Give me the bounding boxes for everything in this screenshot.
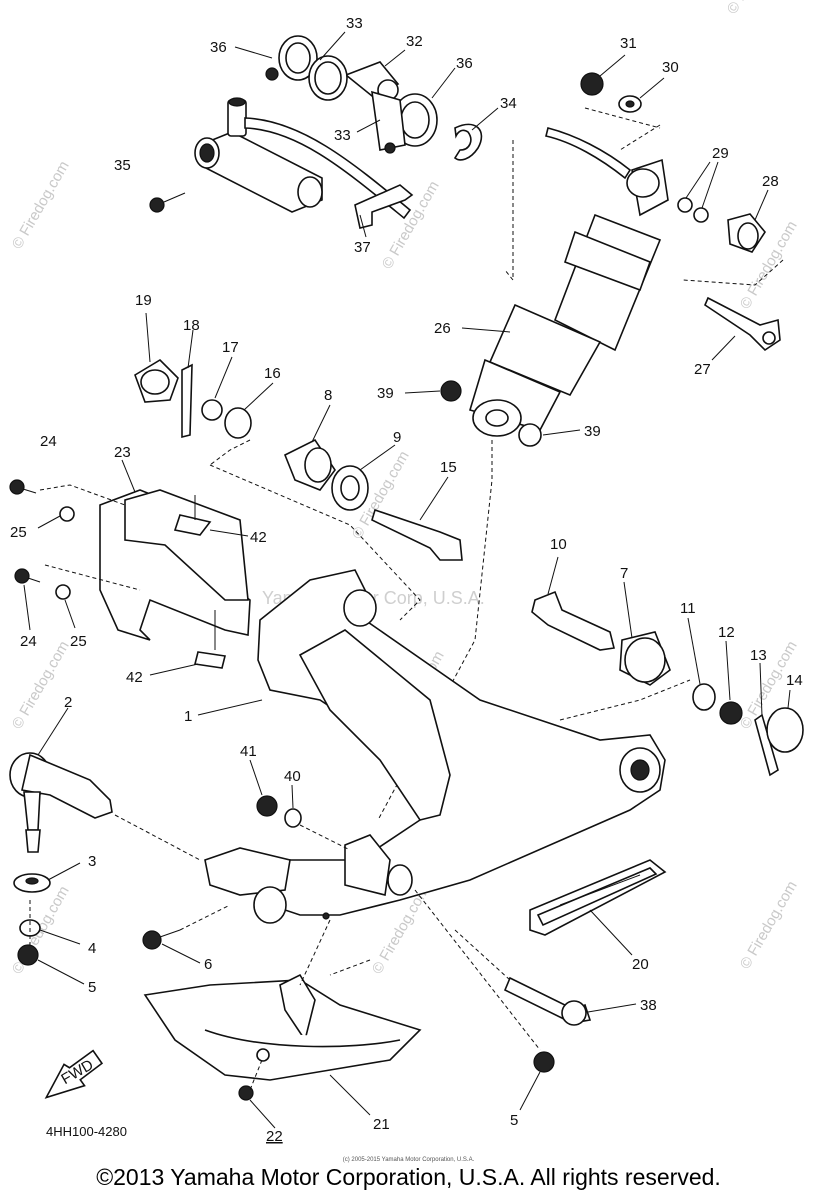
callout-18: 18 xyxy=(183,317,200,334)
callout-23: 23 xyxy=(114,444,131,461)
callout-13: 13 xyxy=(750,647,767,664)
callout-41: 41 xyxy=(240,743,257,760)
callout-21: 21 xyxy=(373,1116,390,1133)
callout-12: 12 xyxy=(718,624,735,641)
callout-10: 10 xyxy=(550,536,567,553)
callout-19: 19 xyxy=(135,292,152,309)
callout-9: 9 xyxy=(393,429,401,446)
rear-shock-absorber xyxy=(377,72,784,821)
callout-37: 37 xyxy=(354,239,371,256)
callout-29: 29 xyxy=(712,145,729,162)
callout-1: 1 xyxy=(184,708,192,725)
callout-33: 33 xyxy=(334,127,351,144)
chain-guard xyxy=(143,859,667,1101)
watermark: © Firedog.com xyxy=(9,638,73,732)
callout-26: 26 xyxy=(434,320,451,337)
callout-32: 32 xyxy=(406,33,423,50)
callout-8: 8 xyxy=(324,387,332,404)
callout-11: 11 xyxy=(680,600,696,617)
diagram-code: 4HH100-4280 xyxy=(46,1124,127,1139)
fwd-arrow-icon: FWD xyxy=(44,1049,104,1099)
callout-16: 16 xyxy=(264,365,281,382)
callout-42: 42 xyxy=(250,529,267,546)
callout-6: 6 xyxy=(204,956,212,973)
callout-labels: 36 33 32 36 34 33 35 37 31 30 29 28 27 2… xyxy=(10,15,803,1145)
callout-24: 24 xyxy=(20,633,37,650)
callout-30: 30 xyxy=(662,59,679,76)
callout-14: 14 xyxy=(786,672,803,689)
cover-plate xyxy=(9,479,251,669)
tiny-copyright-note: (c) 2005-2015 Yamaha Motor Corporation, … xyxy=(342,1157,475,1163)
callout-24: 24 xyxy=(40,433,57,450)
fasteners xyxy=(142,795,592,1073)
callout-15: 15 xyxy=(440,459,457,476)
callout-25: 25 xyxy=(10,524,27,541)
callout-3: 3 xyxy=(88,853,96,870)
callout-20: 20 xyxy=(632,956,649,973)
callout-5: 5 xyxy=(510,1112,518,1129)
callout-4: 4 xyxy=(88,940,96,957)
reservoir-assembly xyxy=(149,35,483,229)
watermark: © Firedog.com xyxy=(724,0,788,17)
callout-39: 39 xyxy=(584,423,601,440)
callout-36: 36 xyxy=(210,39,227,56)
callout-28: 28 xyxy=(762,173,779,190)
leader-lines xyxy=(23,31,791,1129)
pivot-shaft xyxy=(531,590,804,777)
copyright-notice: ©2013 Yamaha Motor Corporation, U.S.A. A… xyxy=(96,1164,721,1190)
callout-40: 40 xyxy=(284,768,301,785)
swingarm xyxy=(204,569,666,924)
callout-33: 33 xyxy=(346,15,363,32)
callout-22: 22 xyxy=(266,1128,283,1145)
callout-42: 42 xyxy=(126,669,143,686)
callout-36: 36 xyxy=(456,55,473,72)
callout-25: 25 xyxy=(70,633,87,650)
callout-34: 34 xyxy=(500,95,517,112)
callout-2: 2 xyxy=(64,694,72,711)
callout-5: 5 xyxy=(88,979,96,996)
callout-17: 17 xyxy=(222,339,239,356)
connecting-rod xyxy=(9,752,201,966)
callout-35: 35 xyxy=(114,157,131,174)
watermark: © Firedog.com xyxy=(9,158,73,252)
callout-38: 38 xyxy=(640,997,657,1014)
linkage-bushings xyxy=(134,358,463,621)
callout-7: 7 xyxy=(620,565,628,582)
callout-39: 39 xyxy=(377,385,394,402)
callout-31: 31 xyxy=(620,35,637,52)
callout-27: 27 xyxy=(694,361,711,378)
watermark: © Firedog.com xyxy=(737,878,801,972)
